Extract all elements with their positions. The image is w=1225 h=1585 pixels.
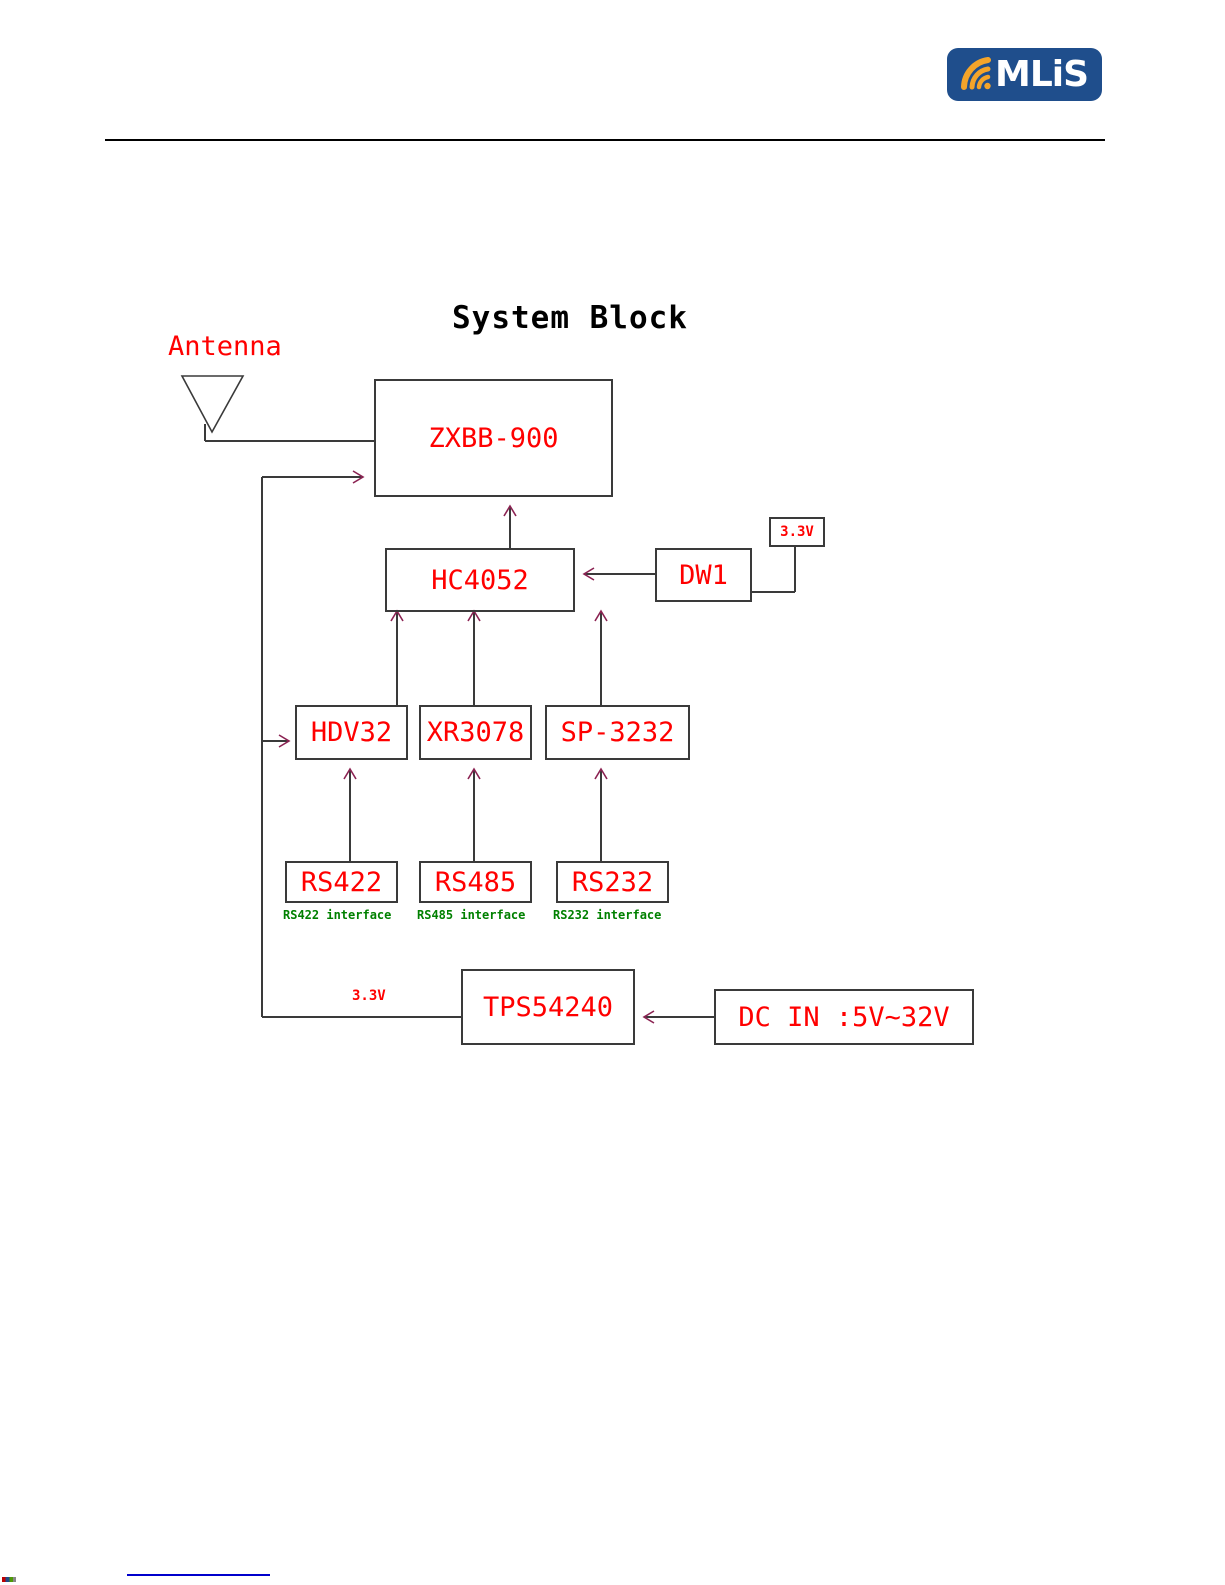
block-rs232-label: RS232 bbox=[571, 866, 654, 898]
antenna-label: Antenna bbox=[168, 331, 282, 362]
block-hdv32-label: HDV32 bbox=[310, 717, 393, 748]
block-supply-3v3-label: 3.3V bbox=[780, 524, 814, 540]
label-rail-3v3: 3.3V bbox=[352, 988, 386, 1004]
block-sp-3232-label: SP-3232 bbox=[560, 717, 675, 748]
block-tps54240-label: TPS54240 bbox=[482, 991, 614, 1023]
block-xr3078-label: XR3078 bbox=[426, 717, 525, 748]
block-dw1[interactable]: DW1 bbox=[655, 548, 752, 602]
block-xr3078[interactable]: XR3078 bbox=[419, 705, 532, 760]
block-dc-in-label: DC IN :5V~32V bbox=[738, 1001, 950, 1033]
logo-plate: MLiS bbox=[947, 48, 1102, 101]
note-rs485-interface: RS485 interface bbox=[417, 908, 526, 922]
block-rs485-label: RS485 bbox=[434, 866, 517, 898]
block-rs422-label: RS422 bbox=[300, 866, 383, 898]
block-supply-3v3[interactable]: 3.3V bbox=[769, 517, 825, 547]
logo-wordmark: MLiS bbox=[995, 54, 1089, 95]
note-rs232-interface: RS232 interface bbox=[553, 908, 662, 922]
block-hc4052-label: HC4052 bbox=[431, 564, 529, 596]
page-header: MLiS bbox=[0, 0, 1225, 150]
block-hc4052[interactable]: HC4052 bbox=[385, 548, 575, 612]
note-rs422-interface: RS422 interface bbox=[283, 908, 392, 922]
block-hdv32[interactable]: HDV32 bbox=[295, 705, 408, 760]
block-zxbb-900[interactable]: ZXBB-900 bbox=[374, 379, 613, 497]
diagram-title: System Block bbox=[452, 300, 688, 336]
block-dw1-label: DW1 bbox=[679, 559, 728, 591]
block-rs422[interactable]: RS422 bbox=[285, 861, 398, 903]
header-divider bbox=[105, 139, 1105, 141]
footer-color-mark bbox=[2, 1577, 16, 1582]
block-tps54240[interactable]: TPS54240 bbox=[461, 969, 635, 1045]
block-rs232[interactable]: RS232 bbox=[556, 861, 669, 903]
block-sp-3232[interactable]: SP-3232 bbox=[545, 705, 690, 760]
wifi-arc-icon bbox=[961, 57, 991, 90]
block-zxbb-900-label: ZXBB-900 bbox=[428, 422, 559, 454]
block-dc-in[interactable]: DC IN :5V~32V bbox=[714, 989, 974, 1045]
block-rs485[interactable]: RS485 bbox=[419, 861, 532, 903]
footer-link-underline[interactable] bbox=[127, 1574, 270, 1576]
